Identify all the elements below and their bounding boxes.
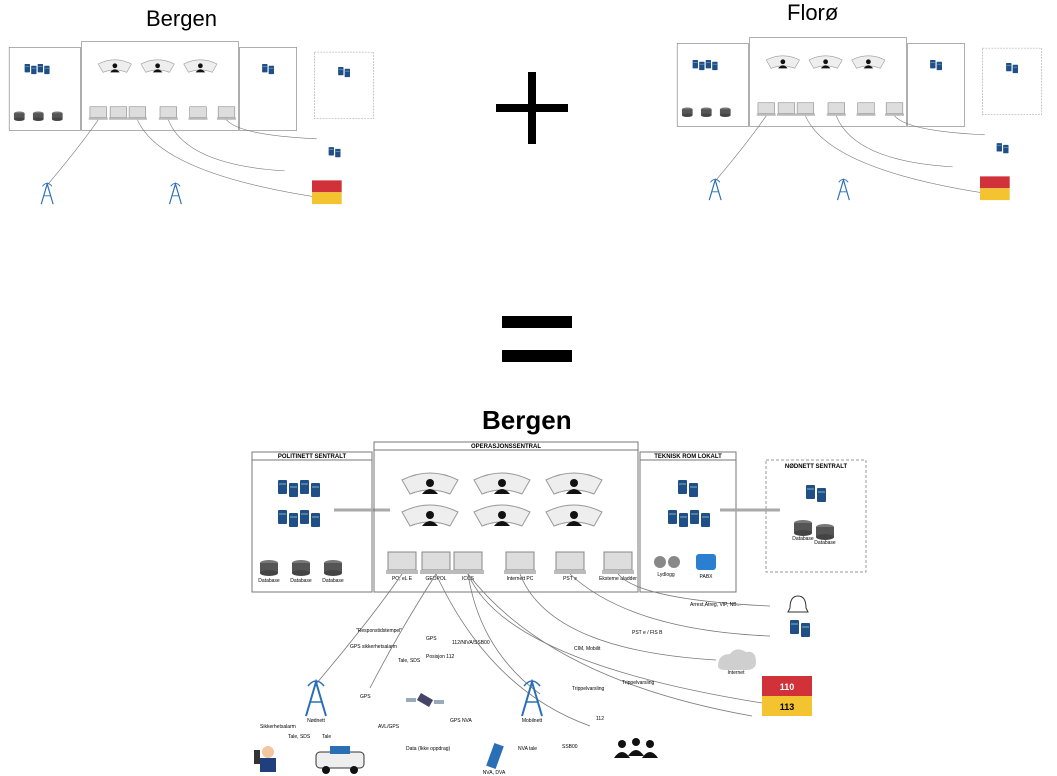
tape-icon bbox=[654, 556, 666, 568]
emergency-net-title: NØDNETT SENTRALT bbox=[785, 464, 848, 470]
link-ssb: SSB00 bbox=[562, 744, 578, 750]
link-gps2: GPS bbox=[360, 694, 371, 700]
crowd-icon bbox=[614, 738, 658, 758]
link-gps-nva: GPS NVA bbox=[450, 718, 473, 724]
satellite-icon bbox=[406, 693, 444, 707]
left-city-label: Bergen bbox=[146, 6, 217, 31]
police-central-box bbox=[251, 451, 373, 593]
link-sikkerhet: Sikkerhetsalarm bbox=[260, 724, 296, 730]
svg-text:110: 110 bbox=[780, 682, 795, 692]
link-avl: AVL/GPS bbox=[378, 724, 400, 730]
db-label-1: Database bbox=[258, 578, 280, 584]
db-label-2: Database bbox=[290, 578, 312, 584]
link-arrest: Arrest,Atreg, VIP, NB... bbox=[690, 602, 741, 608]
ws-internet: Internett PC bbox=[507, 576, 534, 582]
emg-db-2: Database bbox=[814, 540, 836, 546]
ws-iccs: ICCS bbox=[462, 576, 475, 582]
svg-text:113: 113 bbox=[780, 702, 795, 712]
tower-mobilnett: Mobilnett bbox=[522, 718, 543, 724]
link-tale-sds: Tale, SDS bbox=[398, 658, 421, 664]
police-car-icon bbox=[315, 746, 365, 774]
lydlogg-label: Lydlogg bbox=[657, 572, 675, 578]
link-cim: CIM, Mobilit bbox=[574, 646, 601, 652]
equals-icon bbox=[502, 316, 572, 362]
bergen-thumbnail bbox=[8, 41, 375, 205]
ws-po: PO, eL E bbox=[392, 576, 413, 582]
emergency-net-box bbox=[765, 459, 867, 573]
ws-pst: PST e bbox=[563, 576, 577, 582]
police-central-title: POLITINETT SENTRALT bbox=[278, 454, 347, 460]
link-nva-tale: NVA tale bbox=[518, 746, 537, 752]
pabx-icon bbox=[696, 554, 716, 570]
link-112: 112 bbox=[596, 716, 604, 722]
link-data: Data (Ikke oppdrag) bbox=[406, 746, 451, 752]
radio-icon bbox=[486, 743, 504, 769]
ws-external: Eksterne aladder bbox=[599, 576, 637, 582]
pabx-label: PABX bbox=[700, 574, 714, 580]
tech-room-title: TEKNISK ROM LOKALT bbox=[654, 454, 722, 460]
result-city-label: Bergen bbox=[482, 405, 572, 435]
floro-thumbnail bbox=[676, 37, 1043, 201]
tech-room-box bbox=[639, 451, 737, 593]
cloud-icon bbox=[718, 649, 756, 670]
right-city-label: Florø bbox=[787, 0, 839, 25]
network-diagram: POLITINETT SENTRALT Database Database Da… bbox=[251, 441, 867, 776]
tower-nodnett: Nødnett bbox=[307, 718, 325, 724]
link-trippel: Trippelvarsling bbox=[622, 680, 655, 686]
link-tale-sds2: Tale, SDS bbox=[288, 734, 311, 740]
radio-label: NVA, DVA bbox=[483, 770, 506, 776]
plus-icon bbox=[496, 72, 568, 144]
link-pst: PST e / FIS B bbox=[632, 630, 663, 636]
ws-geopol: GEOPOL bbox=[425, 576, 446, 582]
ops-central-title: OPERASJONSSENTRAL bbox=[471, 444, 541, 450]
alarm-110 bbox=[762, 676, 812, 696]
link-gps-alarm: GPS sikkerhetsalarm bbox=[350, 644, 397, 650]
db-label-3: Database bbox=[322, 578, 344, 584]
link-nvr: 112/NIVA/SSB00 bbox=[452, 640, 490, 646]
emg-db-1: Database bbox=[792, 536, 814, 542]
police-officer-icon bbox=[254, 746, 276, 772]
alarm-113 bbox=[762, 696, 812, 716]
link-trippel2: Trippelvarsling bbox=[572, 686, 605, 692]
cloud-label: Internet bbox=[728, 670, 746, 676]
link-posisjon: Posisjon 112 bbox=[426, 654, 454, 660]
link-responstid: "Responstidstempel" bbox=[356, 628, 402, 634]
link-gps: GPS bbox=[426, 636, 437, 642]
link-tale: Tale bbox=[322, 734, 331, 740]
ops-central-box bbox=[373, 441, 639, 593]
bell-icon bbox=[787, 595, 809, 613]
